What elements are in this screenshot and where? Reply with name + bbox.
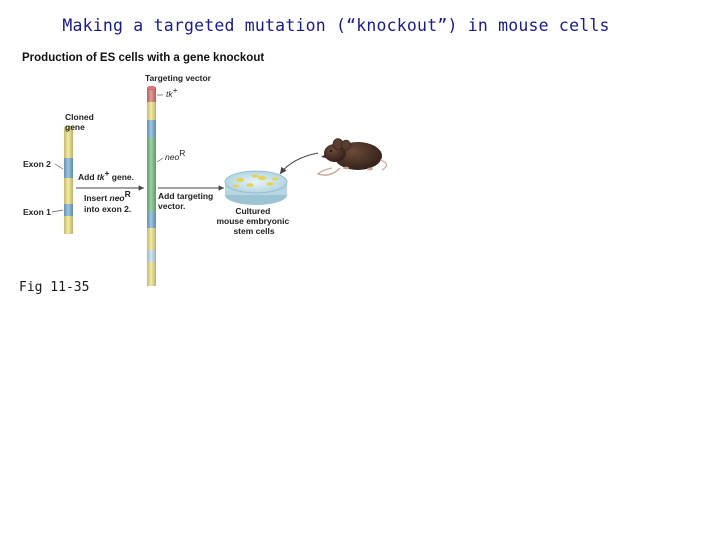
exon1-pointer bbox=[51, 209, 64, 213]
neo-r-label: neoR bbox=[165, 148, 185, 162]
add-targeting-label: Add targeting vector. bbox=[158, 191, 216, 211]
knockout-diagram: Production of ES cells with a gene knock… bbox=[22, 52, 388, 286]
figure-caption: Fig 11-35 bbox=[19, 280, 90, 295]
tk-plus-label: tk+ bbox=[166, 85, 178, 99]
cloned-gene-bar bbox=[63, 125, 74, 234]
into-exon2-label: into exon 2. bbox=[84, 204, 131, 214]
petri-dish bbox=[224, 170, 288, 205]
exon2-pointer bbox=[54, 163, 64, 170]
cloned-gene-label: Cloned gene bbox=[65, 112, 96, 132]
add-tk-label: Add tk+ gene. bbox=[78, 168, 134, 182]
targeting-vector-label: Targeting vector bbox=[145, 73, 212, 83]
insert-neo-label: Insert neoR bbox=[84, 189, 131, 203]
figure-heading: Production of ES cells with a gene knock… bbox=[22, 52, 264, 64]
targeting-vector-bar bbox=[146, 85, 157, 286]
mouse-illustration bbox=[316, 138, 388, 176]
slide-title: Making a targeted mutation (“knockout”) … bbox=[62, 16, 610, 35]
arrow-mouse-to-dish bbox=[279, 152, 319, 175]
cultured-cells-label: Cultured mouse embryonic stem cells bbox=[216, 206, 291, 236]
exon1-label: Exon 1 bbox=[23, 207, 51, 217]
neo-r-pointer bbox=[156, 157, 164, 163]
exon2-label: Exon 2 bbox=[23, 159, 51, 169]
